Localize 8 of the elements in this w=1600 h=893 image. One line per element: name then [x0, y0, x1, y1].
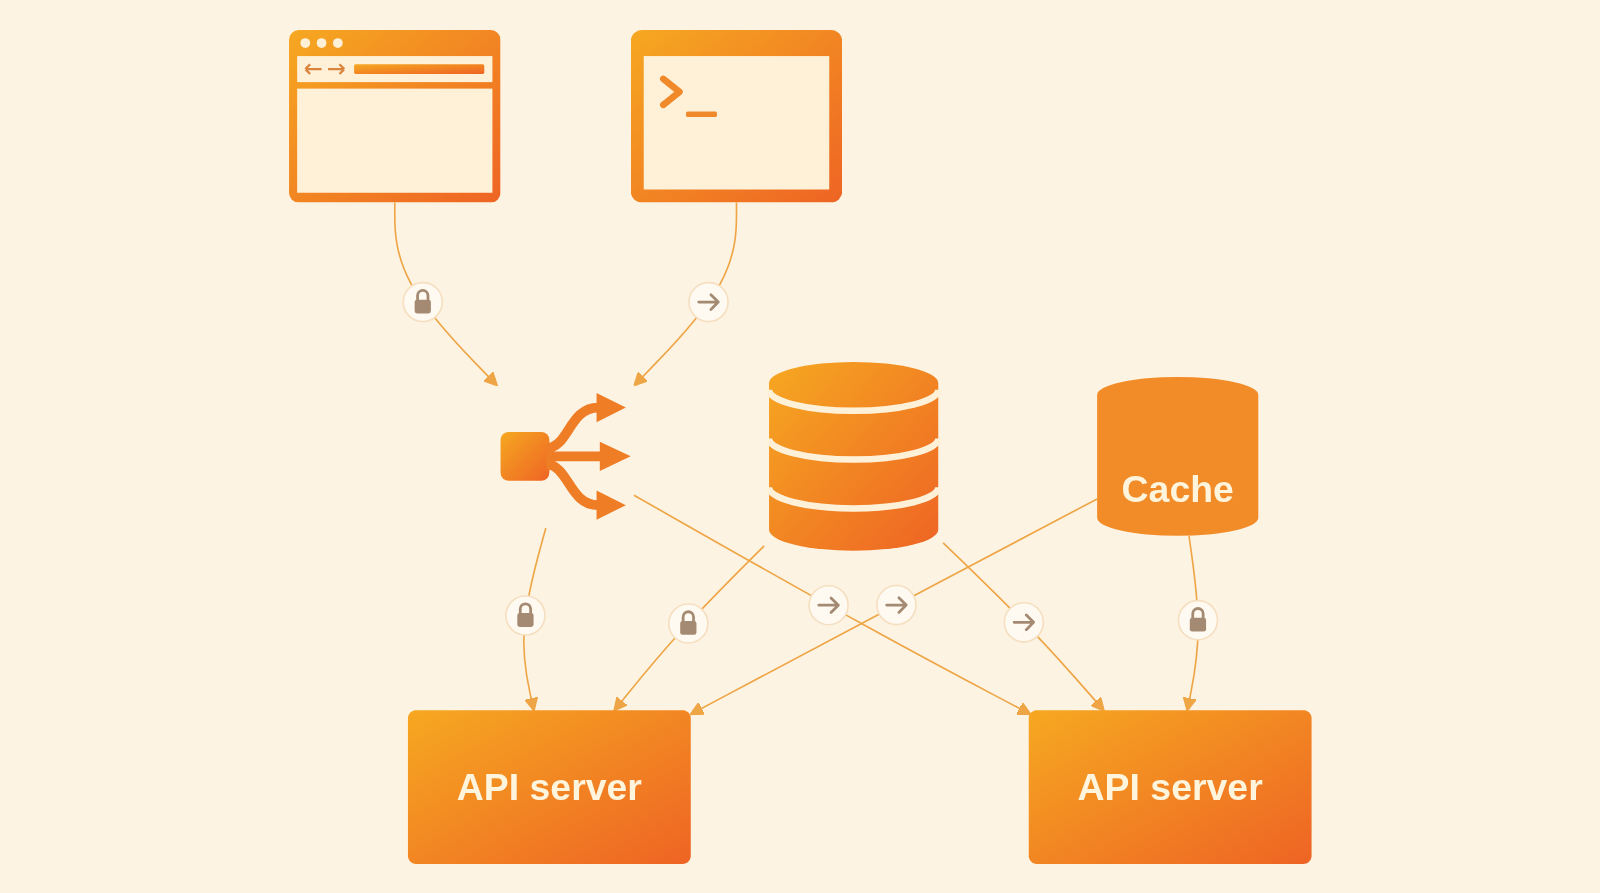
node-box: API server: [407, 709, 691, 864]
arrow: [612, 544, 765, 712]
node-picture: [630, 29, 842, 202]
arrow: [689, 497, 1098, 715]
node-box: API server: [1028, 709, 1312, 864]
arrow: [632, 493, 1032, 715]
arrow: [393, 201, 498, 386]
node-picture: [288, 29, 501, 202]
